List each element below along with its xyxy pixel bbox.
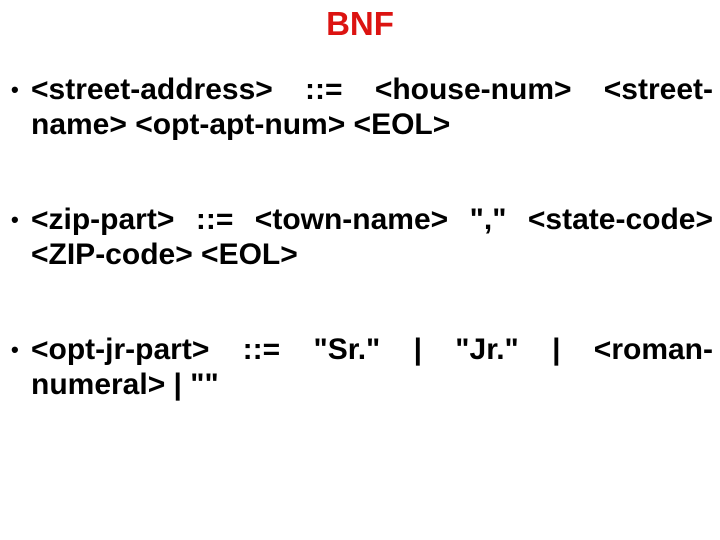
bnf-rule-street-address: • <street-address> ::= <house-num> <stre… (11, 72, 713, 142)
bullet-marker: • (11, 337, 19, 362)
rule-line-1: <street-address> ::= <house-num> <street… (31, 73, 713, 106)
rule-line-1: <zip-part> ::= <town-name> "," <state-co… (31, 203, 713, 236)
bnf-rule-opt-jr-part: • <opt-jr-part> ::= "Sr." | "Jr." | <rom… (11, 332, 713, 402)
bnf-rule-zip-part: • <zip-part> ::= <town-name> "," <state-… (11, 202, 713, 272)
bullet-marker: • (11, 207, 19, 232)
bullet-marker: • (11, 77, 19, 102)
rule-line-2: numeral> | "" (31, 368, 219, 401)
rule-line-2: name> <opt-apt-num> <EOL> (31, 108, 451, 141)
rule-line-1: <opt-jr-part> ::= "Sr." | "Jr." | <roman… (31, 333, 713, 366)
rule-line-2: <ZIP-code> <EOL> (31, 238, 298, 271)
slide-title: BNF (326, 5, 394, 42)
